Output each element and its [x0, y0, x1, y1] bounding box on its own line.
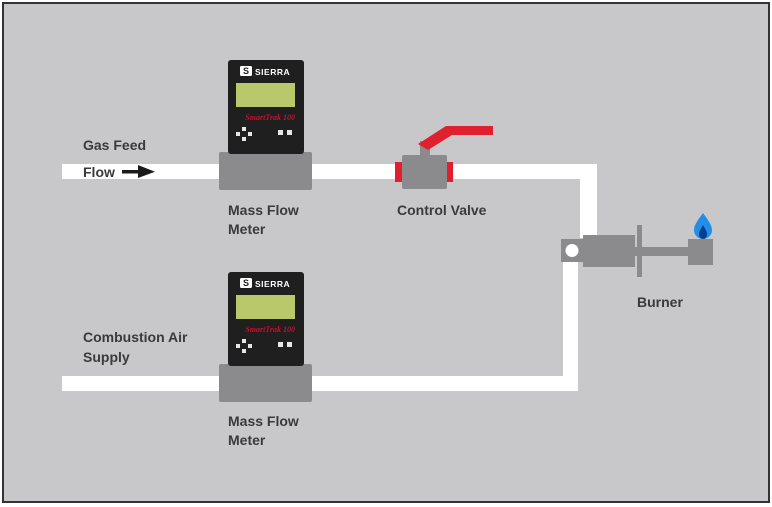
- valve-stem: [420, 141, 430, 157]
- mass-flow-meter-bottom-label-line1: Mass Flow: [228, 413, 299, 429]
- burner-label: Burner: [637, 294, 683, 310]
- keypad-icon: [236, 127, 292, 141]
- flow-arrow-icon: [122, 165, 155, 178]
- meter-brand-text: SIERRA: [255, 67, 290, 77]
- combustion-air-label-line2: Supply: [83, 349, 130, 365]
- lcd-screen: [236, 83, 295, 107]
- meter-brand-text: SIERRA: [255, 279, 290, 289]
- control-valve-label: Control Valve: [397, 202, 487, 218]
- burner-tube: [633, 247, 690, 256]
- lcd-screen: [236, 295, 295, 319]
- combustion-air-label-line1: Combustion Air: [83, 329, 188, 345]
- flow-label: Flow: [83, 164, 115, 180]
- burner-head: [688, 239, 713, 265]
- meter-body: [219, 152, 312, 190]
- flame-icon: [694, 213, 712, 239]
- svg-text:S: S: [243, 66, 249, 76]
- valve-handle: [418, 126, 493, 150]
- mass-flow-meter-bottom: S SIERRA SmartTrak 100: [219, 272, 312, 402]
- burner-port: [565, 244, 579, 257]
- valve-body: [402, 155, 447, 189]
- keypad-icon: [236, 339, 292, 353]
- gas-feed-pipe: [62, 164, 597, 238]
- mass-flow-meter-bottom-label-line2: Meter: [228, 432, 266, 448]
- burner: [561, 213, 713, 277]
- control-valve: [395, 126, 493, 189]
- meter-model-text: SmartTrak 100: [245, 113, 295, 122]
- sierra-logo-icon: S: [240, 66, 252, 76]
- mass-flow-meter-top-label-line2: Meter: [228, 221, 266, 237]
- burner-body: [583, 235, 635, 267]
- gas-feed-label: Gas Feed: [83, 137, 146, 153]
- mass-flow-meter-top: S SIERRA SmartTrak 100: [219, 60, 312, 190]
- sierra-logo-icon: S: [240, 278, 252, 288]
- svg-text:S: S: [243, 278, 249, 288]
- mass-flow-meter-top-label-line1: Mass Flow: [228, 202, 299, 218]
- meter-model-text: SmartTrak 100: [245, 325, 295, 334]
- combustion-air-pipe: [62, 255, 578, 391]
- burner-flange: [637, 225, 642, 277]
- meter-body: [219, 364, 312, 402]
